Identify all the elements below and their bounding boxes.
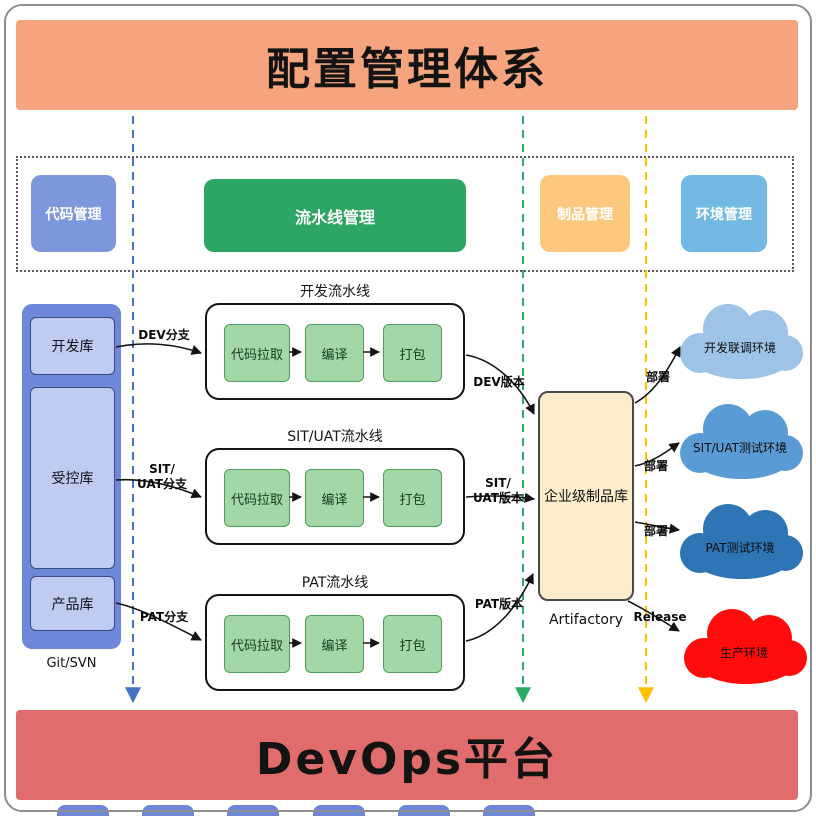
pipeline-situat-step-checkout: 代码拉取 bbox=[224, 469, 290, 527]
pipeline-dev-title: 开发流水线 bbox=[300, 284, 370, 300]
label-dev-branch: DEV分支 bbox=[138, 328, 190, 342]
step-label: 打包 bbox=[399, 347, 426, 363]
pipeline-pat-title: PAT流水线 bbox=[301, 575, 369, 591]
env-cloud-pat: PAT测试环境 bbox=[670, 493, 810, 585]
management-box-artifact: 制品管理 bbox=[540, 175, 630, 252]
repo-dev: 开发库 bbox=[30, 317, 115, 375]
management-box-code: 代码管理 bbox=[31, 175, 116, 252]
pipeline-dev-step-package: 打包 bbox=[383, 324, 442, 382]
env-cloud-situat-label: SIT/UAT测试环境 bbox=[693, 441, 787, 455]
management-box-pipeline: 流水线管理 bbox=[204, 179, 466, 252]
artifact-repository: 企业级制品库 bbox=[538, 391, 634, 601]
cloud-shape bbox=[684, 609, 807, 684]
label-dev-version: DEV版本 bbox=[473, 375, 525, 389]
management-row bbox=[16, 156, 794, 272]
devops-banner: DevOps平台 bbox=[16, 710, 798, 800]
pipeline-dev-step-compile: 编译 bbox=[305, 324, 364, 382]
artifact-repository-label: 企业级制品库 bbox=[544, 489, 628, 505]
cutoff-box bbox=[227, 805, 279, 816]
cloud-body bbox=[680, 304, 803, 379]
repo-controlled-label: 受控库 bbox=[51, 471, 94, 487]
cloud-shape bbox=[680, 404, 803, 479]
label-pat-version: PAT版本 bbox=[474, 597, 524, 611]
cutoff-box bbox=[483, 805, 535, 816]
step-label: 打包 bbox=[399, 492, 426, 508]
artifact-repository-caption: Artifactory bbox=[548, 612, 623, 628]
label-situat-branch: SIT/ UAT分支 bbox=[137, 462, 187, 491]
pipeline-pat-step-compile: 编译 bbox=[305, 615, 364, 673]
env-cloud-situat: SIT/UAT测试环境 bbox=[670, 393, 810, 485]
title-banner: 配置管理体系 bbox=[16, 20, 798, 110]
step-label: 代码拉取 bbox=[230, 638, 283, 654]
devops-banner-title: DevOps平台 bbox=[255, 734, 559, 785]
env-cloud-dev-label: 开发联调环境 bbox=[703, 341, 776, 355]
cutoff-box bbox=[142, 805, 194, 816]
label-pat-branch: PAT分支 bbox=[139, 610, 189, 624]
cloud-body bbox=[680, 404, 803, 479]
step-label: 代码拉取 bbox=[230, 492, 283, 508]
pipeline-situat-title: SIT/UAT流水线 bbox=[287, 429, 383, 445]
cutoff-box bbox=[57, 805, 109, 816]
step-label: 编译 bbox=[321, 638, 348, 654]
cloud-body bbox=[680, 504, 803, 579]
label-deploy-situat: 部署 bbox=[643, 459, 668, 473]
step-label: 编译 bbox=[321, 347, 348, 363]
page-title: 配置管理体系 bbox=[266, 44, 548, 95]
repo-product: 产品库 bbox=[30, 576, 115, 631]
management-box-pipeline-label: 流水线管理 bbox=[294, 207, 375, 227]
repo-dev-label: 开发库 bbox=[51, 339, 94, 355]
label-deploy-pat: 部署 bbox=[643, 524, 668, 538]
repo-product-label: 产品库 bbox=[51, 596, 94, 613]
env-cloud-pat-label: PAT测试环境 bbox=[705, 541, 775, 555]
pipeline-dev-step-checkout: 代码拉取 bbox=[224, 324, 290, 382]
management-box-environment-label: 环境管理 bbox=[696, 206, 752, 223]
step-label: 代码拉取 bbox=[230, 347, 283, 363]
cutoff-box bbox=[398, 805, 450, 816]
pipeline-pat-step-checkout: 代码拉取 bbox=[224, 615, 290, 673]
env-cloud-production-label: 生产环境 bbox=[719, 646, 768, 660]
step-label: 编译 bbox=[321, 492, 348, 508]
step-label: 打包 bbox=[399, 638, 426, 654]
management-box-code-label: 代码管理 bbox=[45, 206, 102, 223]
label-deploy-dev: 部署 bbox=[645, 370, 670, 384]
label-situat-version: SIT/ UAT版本 bbox=[473, 476, 523, 505]
env-cloud-production: 生产环境 bbox=[674, 598, 814, 690]
cloud-body bbox=[684, 609, 807, 684]
cutoff-box bbox=[313, 805, 365, 816]
pipeline-situat-step-package: 打包 bbox=[383, 469, 442, 527]
repo-controlled: 受控库 bbox=[30, 387, 115, 569]
env-cloud-dev: 开发联调环境 bbox=[670, 293, 810, 385]
pipeline-situat-step-compile: 编译 bbox=[305, 469, 364, 527]
label-release-production: Release bbox=[633, 610, 687, 624]
repo-caption: Git/SVN bbox=[46, 656, 97, 671]
cloud-shape bbox=[680, 304, 803, 379]
pipeline-pat-step-package: 打包 bbox=[383, 615, 442, 673]
management-box-artifact-label: 制品管理 bbox=[557, 206, 613, 223]
cloud-shape bbox=[680, 504, 803, 579]
arrow-dev-branch bbox=[115, 343, 202, 355]
management-box-environment: 环境管理 bbox=[681, 175, 767, 252]
